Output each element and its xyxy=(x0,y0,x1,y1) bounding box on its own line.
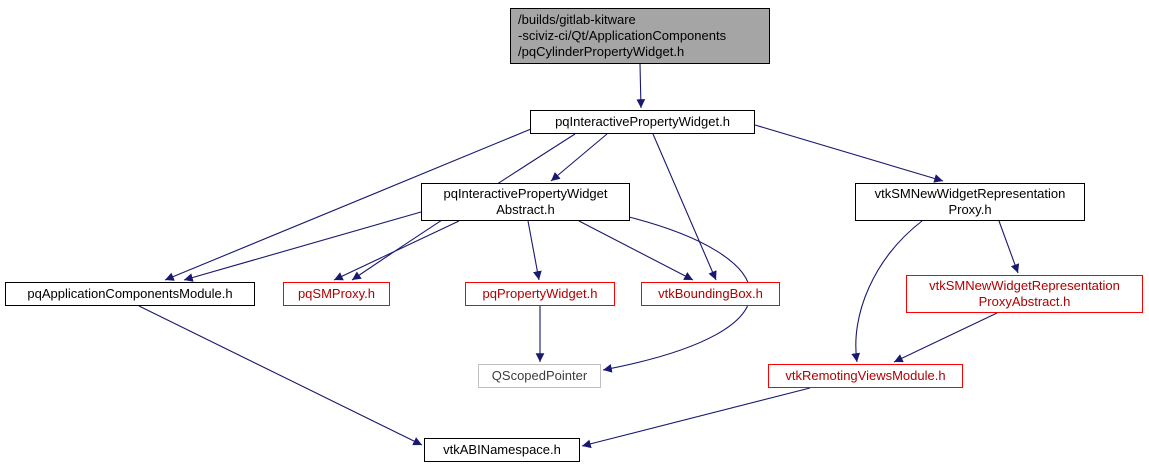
node-label-line: Abstract.h xyxy=(496,202,555,217)
node-label-line: pqInteractivePropertyWidget xyxy=(443,185,608,201)
node-label-line: Proxy.h xyxy=(948,202,992,217)
node-label-line: pqApplicationComponentsModule.h xyxy=(27,285,233,301)
graph-node-remoting[interactable]: vtkRemotingViewsModule.h xyxy=(768,364,963,388)
node-label-line: ProxyAbstract.h xyxy=(978,294,1071,309)
graph-node-propw[interactable]: pqPropertyWidget.h xyxy=(465,282,615,306)
graph-node-smproxy[interactable]: pqSMProxy.h xyxy=(283,282,390,306)
graph-node-bbox[interactable]: vtkBoundingBox.h xyxy=(641,282,780,306)
node-label-line: vtkRemotingViewsModule.h xyxy=(785,367,946,383)
node-label-line: vtkABINamespace.h xyxy=(443,441,561,457)
node-label-line: -sciviz-ci/Qt/ApplicationComponents xyxy=(518,27,727,43)
node-label-line: pqInteractivePropertyWidget.h xyxy=(555,113,730,129)
node-label-line: vtkBoundingBox.h xyxy=(658,285,763,301)
node-label-line: vtkSMNewWidgetRepresentation xyxy=(929,277,1120,293)
graph-node-abi[interactable]: vtkABINamespace.h xyxy=(424,438,580,462)
graph-node-ipw[interactable]: pqInteractivePropertyWidget.h xyxy=(530,110,755,134)
graph-node-appmod[interactable]: pqApplicationComponentsModule.h xyxy=(5,282,255,306)
node-label-line: /pqCylinderPropertyWidget.h xyxy=(518,44,685,60)
node-label-line: /builds/gitlab-kitware xyxy=(518,11,636,27)
graph-node-qscoped: QScopedPointer xyxy=(478,364,601,388)
node-label-line: pqSMProxy.h xyxy=(297,285,376,301)
graph-node-main: /builds/gitlab-kitware-sciviz-ci/Qt/Appl… xyxy=(510,8,770,64)
node-label-line: pqPropertyWidget.h xyxy=(482,285,598,301)
node-label-line: vtkSMNewWidgetRepresentation xyxy=(874,185,1066,201)
node-label-line: QScopedPointer xyxy=(491,367,588,383)
